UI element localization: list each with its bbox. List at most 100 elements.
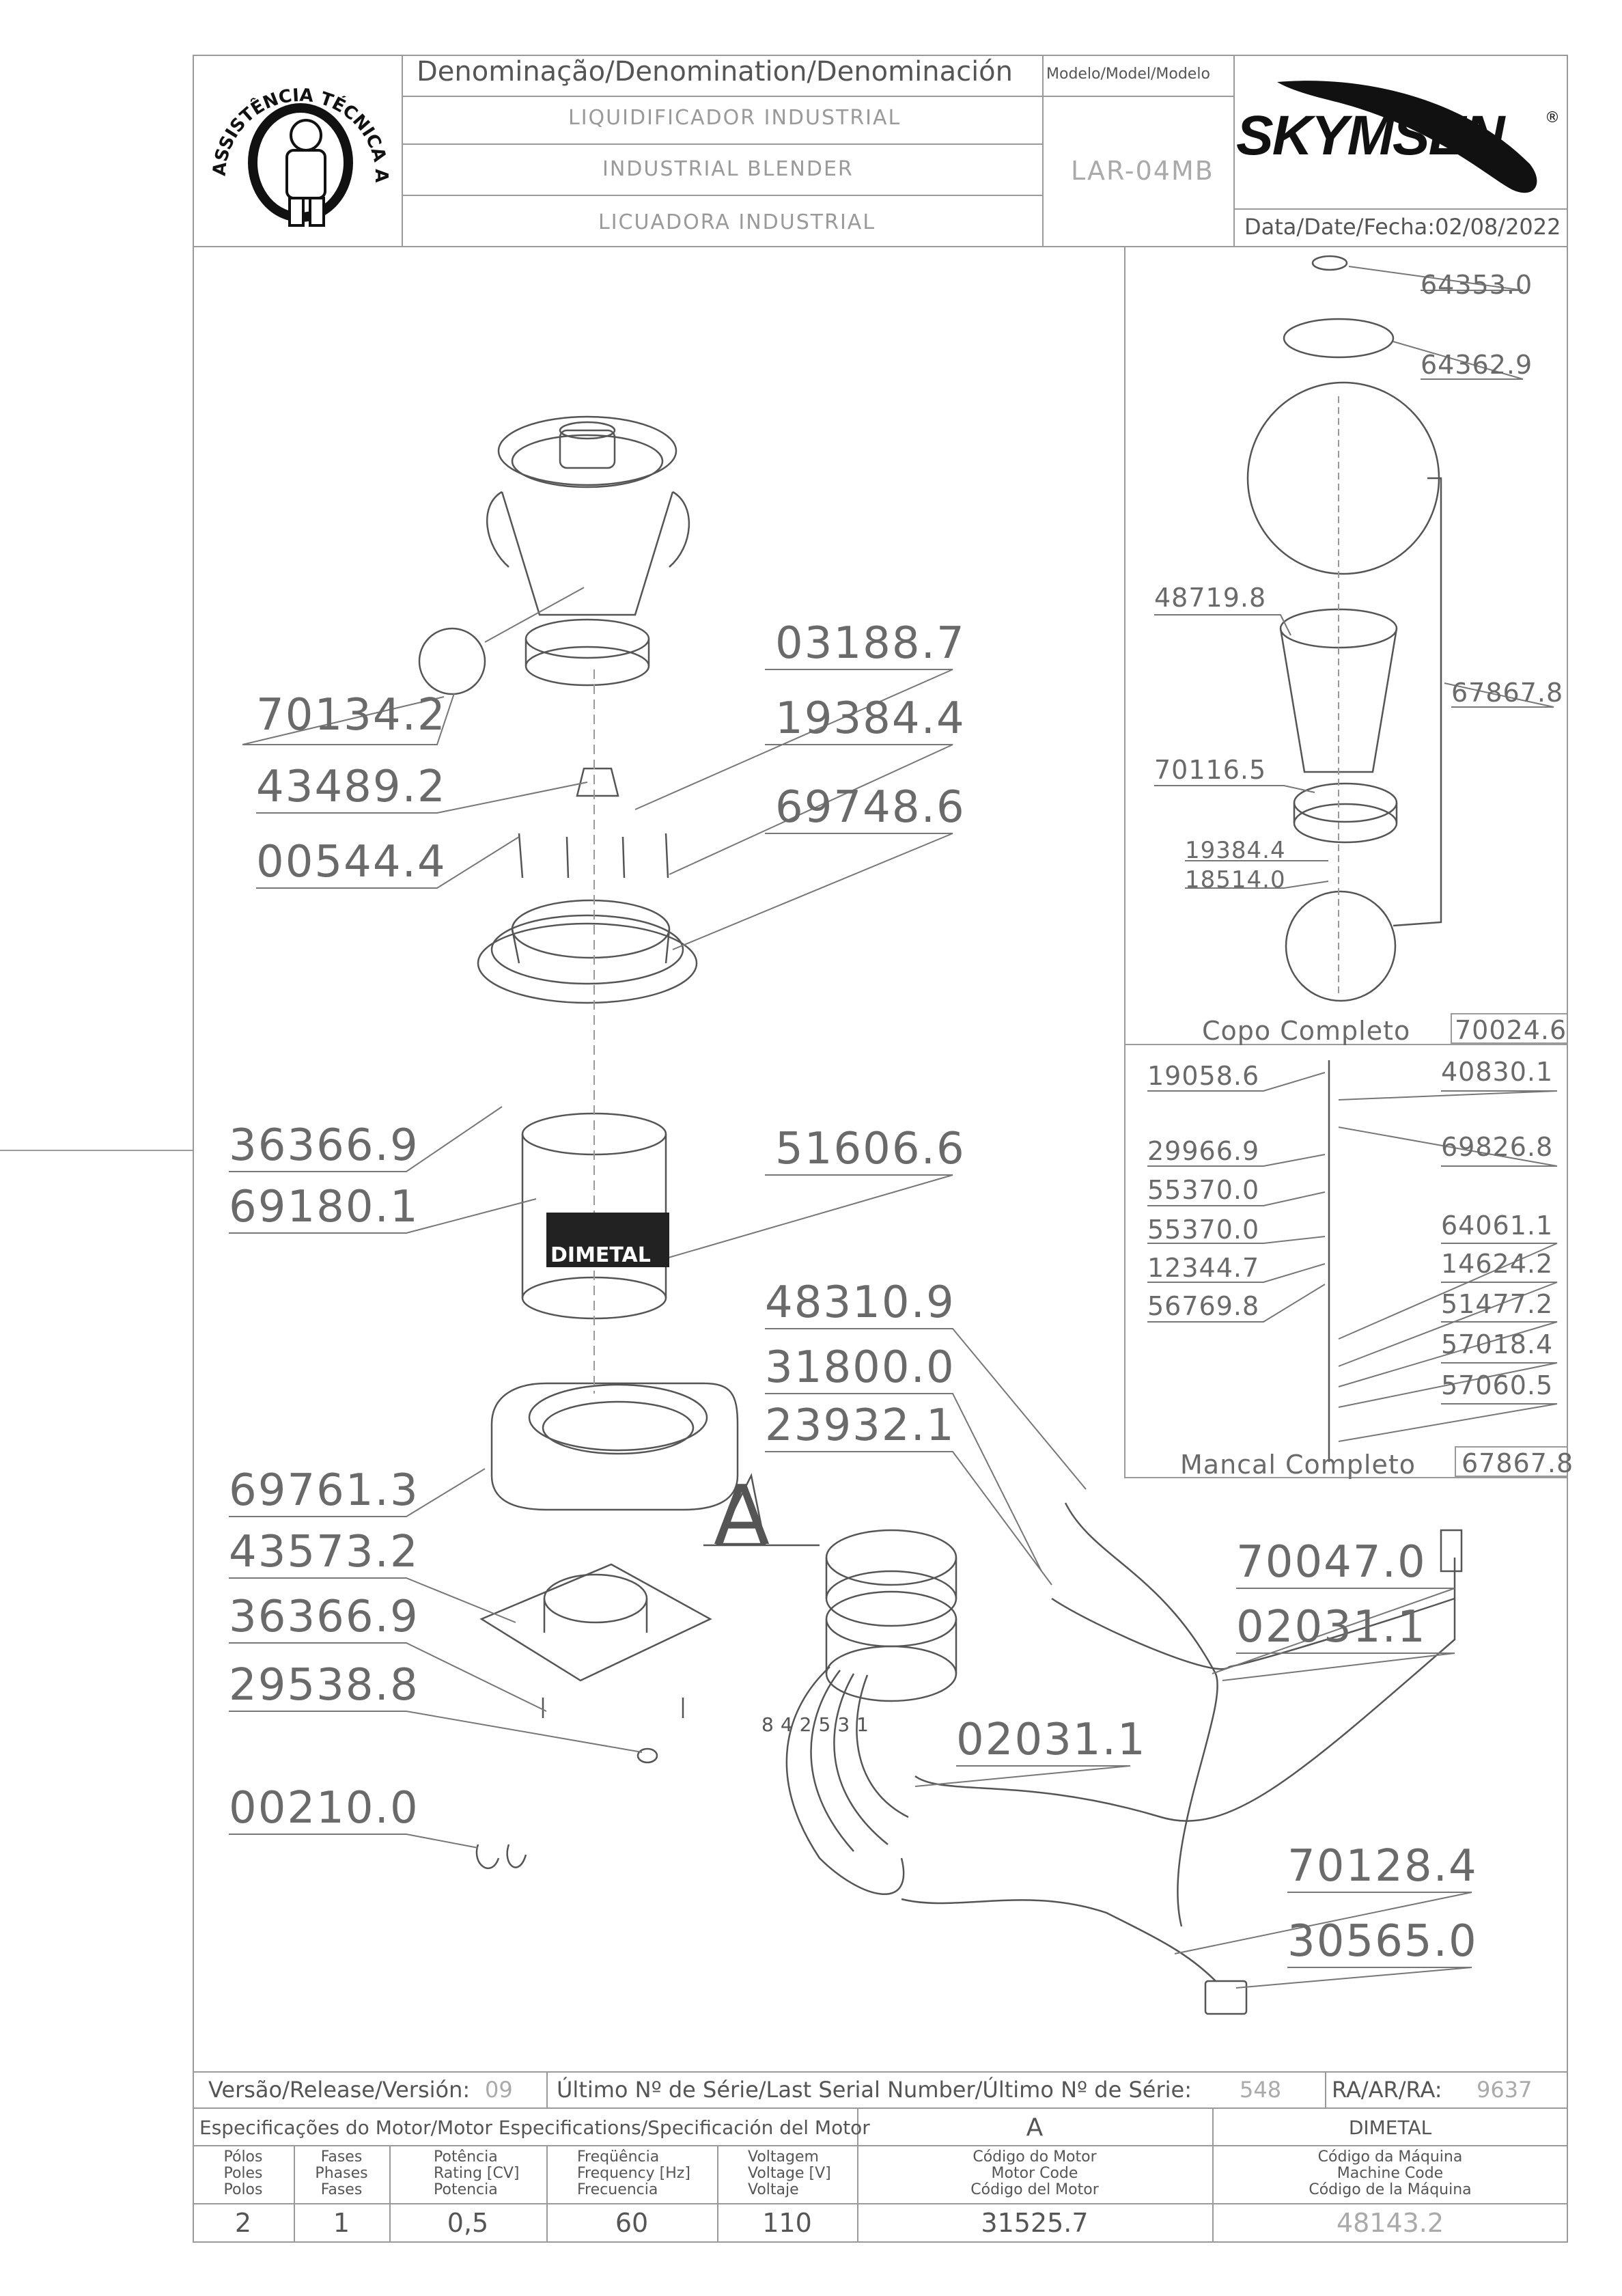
part-23932-label: 23932.1: [765, 1400, 955, 1451]
header-line: Poles: [223, 2165, 263, 2182]
part-67867-label: 67867.8: [1451, 678, 1564, 708]
seal-emblem-icon: ASSISTÊNCIA TÉCNICA AUTORIZADA: [205, 60, 391, 227]
date-label-text: Data/Date/Fecha:: [1244, 214, 1436, 240]
poles-value: 2: [234, 2208, 252, 2238]
phases-value: 1: [333, 2208, 350, 2238]
part-69826-label: 69826.8: [1441, 1132, 1554, 1162]
part-69761-label: 69761.3: [229, 1465, 419, 1516]
part-29966-label: 29966.9: [1147, 1136, 1260, 1166]
version-value: 09: [485, 2077, 513, 2103]
part-57060-label: 57060.5: [1441, 1370, 1554, 1400]
wire-number: 5: [818, 1713, 838, 1736]
wire-number: 8: [761, 1713, 781, 1736]
motor-type: A: [1026, 2114, 1044, 2142]
ra-label: RA/AR/RA:: [1332, 2077, 1442, 2103]
part-43489-label: 43489.2: [256, 762, 447, 812]
part-19384-cup-label: 19384.4: [1185, 837, 1286, 864]
header-line: Pólos: [223, 2148, 263, 2166]
part-36366b-label: 36366.9: [229, 1592, 419, 1642]
product-name-en: INDUSTRIAL BLENDER: [602, 157, 854, 181]
date-label: Data/Date/Fecha:02/08/2022: [1244, 214, 1561, 240]
part-30565-label: 30565.0: [1287, 1916, 1478, 1967]
product-name-pt: LIQUIDIFICADOR INDUSTRIAL: [568, 106, 901, 130]
serial-label: Último Nº de Série/Last Serial Number/Úl…: [557, 2077, 1192, 2103]
part-51477-label: 51477.2: [1441, 1289, 1554, 1319]
header-line: Fases: [320, 2181, 363, 2198]
model-label: Modelo/Model/Modelo: [1046, 66, 1210, 83]
part-70134-label: 70134.2: [256, 690, 447, 741]
header-line: Voltagem: [748, 2148, 819, 2166]
part-02031b-label: 02031.1: [956, 1715, 1147, 1765]
wire-number: 1: [856, 1713, 876, 1736]
view-a-marker: A: [714, 1469, 770, 1564]
serial-value: 548: [1240, 2077, 1282, 2103]
wire-number: 3: [837, 1713, 857, 1736]
part-48719-label: 48719.8: [1154, 583, 1267, 613]
part-43573-label: 43573.2: [229, 1527, 419, 1577]
part-69748-label: 69748.6: [775, 782, 966, 833]
motor-wire-numbers: 842531: [761, 1713, 876, 1736]
part-40830-label: 40830.1: [1441, 1057, 1554, 1087]
header-line: Fases: [320, 2148, 363, 2166]
registered-mark: ®: [1545, 109, 1560, 126]
header-line: Código de la Máquina: [1309, 2181, 1472, 2198]
part-29538-label: 29538.8: [229, 1660, 419, 1711]
header-line: Potencia: [434, 2181, 498, 2198]
housing-brand-plate: DIMETAL: [550, 1243, 651, 1267]
motor-code-value: 31525.7: [981, 2208, 1089, 2238]
part-64362-label: 64362.9: [1421, 350, 1533, 380]
frequency-value: 60: [615, 2208, 649, 2238]
header-line: Rating [CV]: [434, 2165, 520, 2182]
part-14624-label: 14624.2: [1441, 1249, 1554, 1279]
header-line: Phases: [315, 2165, 368, 2182]
part-70116-label: 70116.5: [1154, 755, 1267, 785]
part-70047-label: 70047.0: [1236, 1537, 1427, 1588]
brand-logo: SKYMSEN ®: [1236, 61, 1564, 205]
part-00210-label: 00210.0: [229, 1783, 419, 1834]
service-seal: ASSISTÊNCIA TÉCNICA AUTORIZADA: [205, 60, 396, 243]
cup-assembly-code: 70024.6: [1455, 1015, 1567, 1045]
part-64353-label: 64353.0: [1421, 270, 1533, 300]
denomination-label: Denominação/Denomination/Denominación: [417, 56, 1013, 87]
part-36366-label: 36366.9: [229, 1120, 419, 1171]
power-value: 0,5: [447, 2208, 489, 2238]
part-12344-label: 12344.7: [1147, 1253, 1260, 1283]
header-line: Motor Code: [991, 2165, 1078, 2182]
brand-swoosh-icon: [1277, 81, 1537, 193]
bearing-assembly-label: Mancal Completo: [1180, 1450, 1416, 1480]
part-18514-label: 18514.0: [1185, 866, 1286, 894]
wire-number: 2: [799, 1713, 819, 1736]
cup-assembly-code-box: [1451, 1013, 1568, 1044]
header-line: Código do Motor: [973, 2148, 1097, 2166]
header-line: Potência: [434, 2148, 498, 2166]
part-64061-label: 64061.1: [1441, 1211, 1554, 1241]
version-label: Versão/Release/Versión:: [208, 2077, 471, 2103]
part-55370a-label: 55370.0: [1147, 1175, 1260, 1205]
model-number: LAR-04MB: [1071, 156, 1214, 186]
header-line: Código del Motor: [970, 2181, 1099, 2198]
part-00544-label: 00544.4: [256, 837, 447, 887]
header-line: Código da Máquina: [1317, 2148, 1463, 2166]
part-48310-label: 48310.9: [765, 1277, 955, 1328]
header-line: Frequency [Hz]: [577, 2165, 690, 2182]
part-69180-label: 69180.1: [229, 1182, 419, 1232]
part-70128-label: 70128.4: [1287, 1841, 1478, 1892]
part-31800-label: 31800.0: [765, 1342, 955, 1393]
drawing-frame: [193, 55, 1568, 2243]
date-value: 02/08/2022: [1435, 214, 1561, 240]
part-19384-label: 19384.4: [775, 693, 966, 744]
header-line: Machine Code: [1337, 2165, 1444, 2182]
header-line: Frecuencia: [577, 2181, 658, 2198]
motor-manufacturer: DIMETAL: [1348, 2116, 1432, 2139]
header-line: Freqüência: [577, 2148, 660, 2166]
cup-assembly-label: Copo Completo: [1202, 1016, 1411, 1046]
bearing-assembly-code-box: [1455, 1446, 1568, 1477]
product-name-es: LICUADORA INDUSTRIAL: [598, 210, 876, 234]
